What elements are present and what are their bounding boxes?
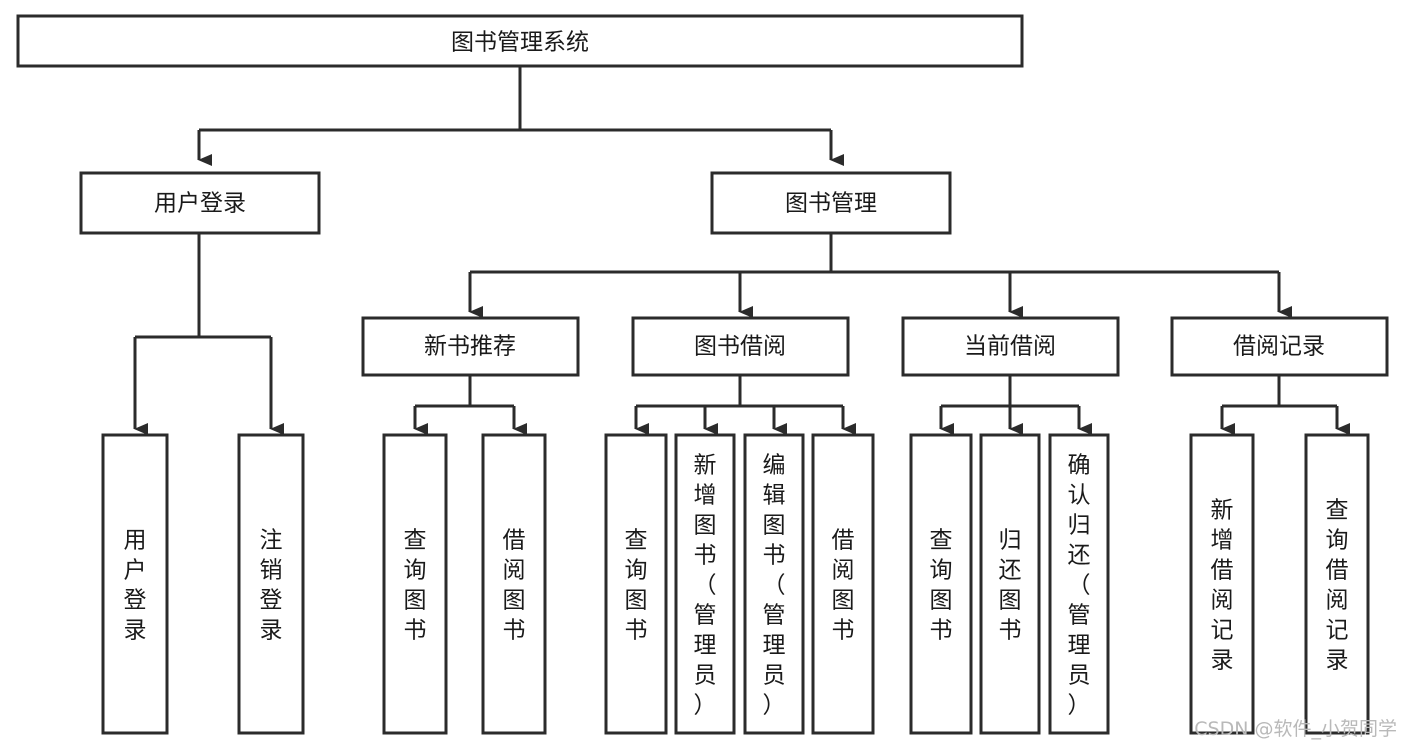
node-leaf-query-book-1[interactable]: 查询图书 — [382, 433, 448, 735]
node-borrow-record[interactable]: 借阅记录 — [1170, 316, 1389, 377]
node-leaf-query-record[interactable]: 查询借阅记录 — [1304, 433, 1370, 735]
node-leaf-logout-label: 注销登录 — [260, 527, 283, 643]
node-leaf-borrow-book-2-label: 借阅图书 — [832, 527, 855, 643]
node-leaf-add-record-label: 新增借阅记录 — [1211, 497, 1234, 673]
node-user-login-label: 用户登录 — [154, 191, 246, 217]
node-leaf-edit-book[interactable]: 编辑图书（管理员） — [743, 433, 805, 735]
node-current-borrow-label: 当前借阅 — [964, 334, 1056, 360]
node-new-book-recommend[interactable]: 新书推荐 — [361, 316, 580, 377]
node-root[interactable]: 图书管理系统 — [16, 14, 1024, 68]
node-leaf-return-book-label: 归还图书 — [999, 527, 1022, 643]
node-current-borrow[interactable]: 当前借阅 — [901, 316, 1120, 377]
node-leaf-user-login[interactable]: 用户登录 — [101, 433, 169, 735]
node-leaf-query-book-3[interactable]: 查询图书 — [909, 433, 973, 735]
node-leaf-add-record[interactable]: 新增借阅记录 — [1189, 433, 1255, 735]
node-leaf-add-book[interactable]: 新增图书（管理员） — [674, 433, 736, 735]
node-leaf-confirm-return[interactable]: 确认归还（管理员） — [1048, 433, 1110, 735]
csdn-watermark: CSDN @软件_小贺同学 — [1194, 718, 1397, 740]
leaf-node-layer: 用户登录 注销登录 查询图书 借阅图书 查询图书 新增图书（管理员） — [101, 433, 1370, 735]
node-leaf-edit-book-label: 编辑图书（管理员） — [763, 452, 786, 718]
node-book-management[interactable]: 图书管理 — [710, 171, 952, 235]
node-leaf-borrow-book-1-label: 借阅图书 — [503, 527, 526, 643]
node-leaf-query-book-2[interactable]: 查询图书 — [604, 433, 668, 735]
node-leaf-query-book-1-label: 查询图书 — [404, 527, 427, 643]
node-book-management-label: 图书管理 — [785, 191, 877, 217]
node-user-login[interactable]: 用户登录 — [79, 171, 321, 235]
node-new-book-recommend-label: 新书推荐 — [424, 334, 516, 360]
node-leaf-add-book-label: 新增图书（管理员） — [694, 452, 717, 718]
connector-layer — [133, 66, 1350, 435]
node-leaf-borrow-book-2[interactable]: 借阅图书 — [811, 433, 875, 735]
node-leaf-borrow-book-1[interactable]: 借阅图书 — [481, 433, 547, 735]
node-borrow-record-label: 借阅记录 — [1233, 334, 1325, 360]
node-leaf-query-book-2-label: 查询图书 — [625, 527, 648, 643]
node-book-borrow-label: 图书借阅 — [694, 334, 786, 360]
node-root-label: 图书管理系统 — [451, 30, 589, 56]
node-leaf-query-record-label: 查询借阅记录 — [1326, 497, 1349, 673]
node-leaf-confirm-return-label: 确认归还（管理员） — [1068, 452, 1091, 718]
node-book-borrow[interactable]: 图书借阅 — [631, 316, 850, 377]
node-leaf-logout[interactable]: 注销登录 — [237, 433, 305, 735]
node-leaf-query-book-3-label: 查询图书 — [930, 527, 953, 643]
node-leaf-return-book[interactable]: 归还图书 — [979, 433, 1041, 735]
node-leaf-user-login-label: 用户登录 — [124, 527, 147, 643]
